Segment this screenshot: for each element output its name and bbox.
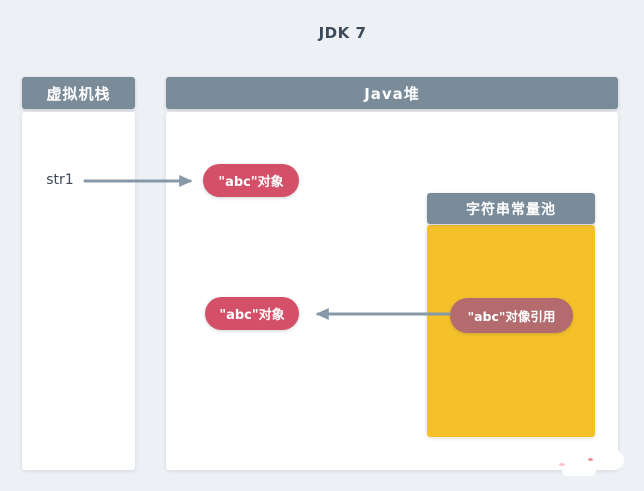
java-heap-header: Java堆 xyxy=(166,77,618,109)
diagram-title: JDK 7 xyxy=(318,24,367,42)
vm-stack-body xyxy=(22,112,135,470)
abc-object-reference-node: "abc"对像引用 xyxy=(450,298,573,333)
vm-stack-header: 虚拟机栈 xyxy=(22,77,135,109)
abc-object-node-top: "abc"对象 xyxy=(203,164,299,197)
string-pool-header: 字符串常量池 xyxy=(427,193,595,224)
stack-variable-str1: str1 xyxy=(46,172,74,188)
abc-object-node-bottom: "abc"对象 xyxy=(205,297,299,330)
